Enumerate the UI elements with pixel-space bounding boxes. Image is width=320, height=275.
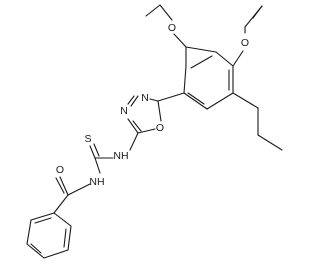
bond [132, 120, 142, 132]
bond [67, 183, 91, 196]
bond [187, 92, 205, 105]
bond [137, 128, 156, 134]
bond [244, 5, 263, 28]
bond [129, 132, 139, 151]
structure-diagram: O O N N O S NH O NH [26, 4, 283, 259]
bond [215, 51, 234, 67]
bond [30, 243, 42, 254]
bond [185, 46, 217, 53]
bond [157, 92, 185, 102]
bond [55, 177, 65, 194]
bond [183, 65, 187, 94]
bond [53, 194, 69, 214]
atom-labels: O O N N O S NH O NH [56, 22, 249, 188]
atom-label-o: O [241, 37, 249, 49]
atom-label-o: O [156, 122, 164, 134]
bonds [26, 4, 283, 259]
atom-label-s: S [84, 133, 91, 145]
bond [67, 225, 72, 251]
bond [157, 100, 162, 122]
bond [130, 95, 139, 107]
bond [173, 33, 187, 48]
bond [30, 212, 55, 221]
bond [34, 217, 52, 224]
bond [257, 134, 283, 151]
bond [190, 55, 213, 69]
bond [149, 98, 159, 102]
atom-label-o: O [168, 22, 176, 34]
bond [127, 118, 139, 134]
atom-label-n: N [141, 92, 149, 104]
bond [26, 243, 45, 259]
bond [159, 4, 173, 21]
bond [127, 95, 135, 105]
atom-label-nh: NH [113, 150, 128, 162]
atom-label-n: N [120, 105, 128, 117]
bond [206, 92, 234, 110]
bond [183, 92, 208, 110]
atom-label-nh: NH [89, 176, 104, 188]
bond [59, 176, 69, 196]
bond [63, 228, 67, 248]
molecule-canvas: O O N N O S NH O NH [26, 4, 283, 259]
bond [89, 145, 96, 159]
bond [232, 50, 244, 67]
bond [94, 157, 101, 174]
bond [26, 219, 32, 245]
atom-label-o: O [56, 164, 64, 176]
bond [53, 212, 72, 227]
bond [145, 4, 161, 17]
bond [232, 92, 259, 109]
bond [43, 249, 69, 259]
bond [93, 143, 100, 157]
